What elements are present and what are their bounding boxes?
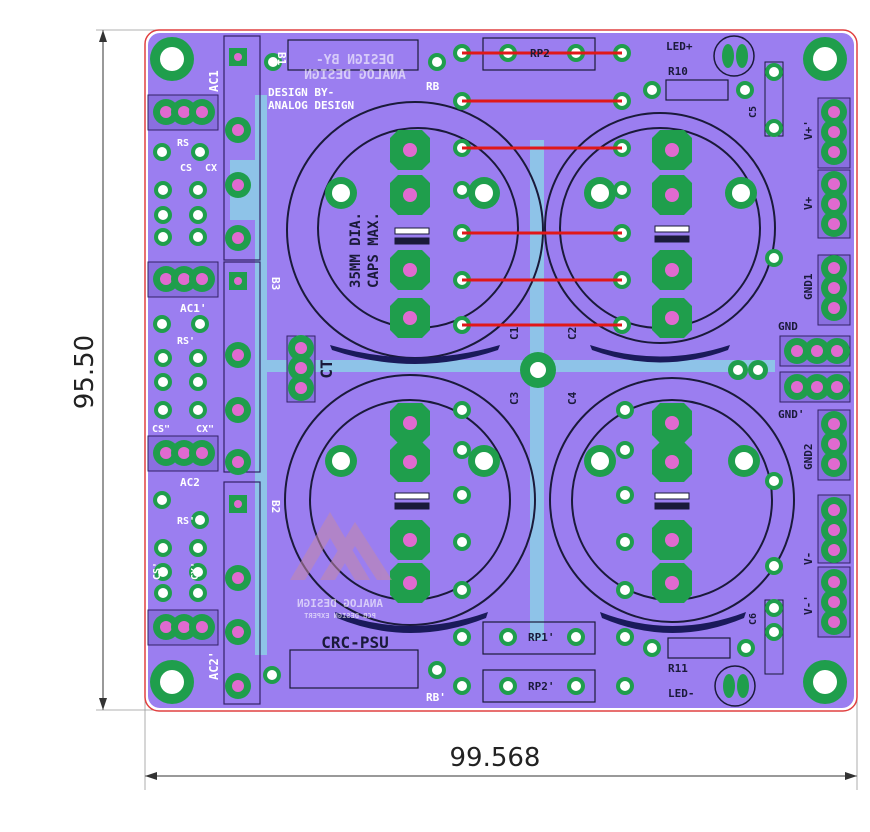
label-rb: RB xyxy=(426,80,440,93)
label-rp2p: RP2' xyxy=(528,680,555,693)
label-rp1p: RP1' xyxy=(528,631,555,644)
label-c6: C6 xyxy=(748,613,759,625)
label-cx: CX xyxy=(205,163,217,174)
label-gnd2: GND2 xyxy=(802,444,815,471)
label-rs: RS xyxy=(177,138,189,149)
label-ac1: AC1 xyxy=(207,70,221,92)
label-rbp: RB' xyxy=(426,691,446,704)
label-csp: CS' xyxy=(152,562,163,580)
led-resistor-parts xyxy=(643,35,784,707)
logo-watermark xyxy=(290,512,392,580)
label-gndp: GND' xyxy=(778,408,805,421)
label-rsp: RS' xyxy=(177,336,195,347)
capacitor-polarity-bands xyxy=(330,345,746,633)
label-rp2: RP2 xyxy=(530,47,550,60)
silkscreen: DESIGN BY- ANALOG DESIGN ANALOG DESIGN D… xyxy=(152,40,815,704)
label-c1: C1 xyxy=(508,326,521,340)
capacitor-symbols xyxy=(394,225,690,510)
label-gnd1: GND1 xyxy=(802,273,815,300)
label-b1: B1 xyxy=(275,52,288,66)
label-r10: R10 xyxy=(668,65,688,78)
logo-sub: PCB DESIGN EXPERT xyxy=(304,612,376,620)
logo-text: ANALOG DESIGN xyxy=(297,597,383,610)
width-value: 99.568 xyxy=(450,743,541,773)
credit-mirror-2: ANALOG DESIGN xyxy=(304,68,406,83)
label-vplus2: V+ xyxy=(802,196,815,210)
board-title: CRC-PSU xyxy=(321,633,388,652)
red-traces xyxy=(462,51,622,327)
corner-holes xyxy=(150,37,847,704)
rb-resistors xyxy=(263,39,446,689)
label-ac1p: AC1' xyxy=(180,302,207,315)
label-r11: R11 xyxy=(668,662,688,675)
label-csq: CS" xyxy=(152,424,170,435)
height-value: 95.50 xyxy=(70,335,100,409)
ct-connector xyxy=(286,335,316,403)
label-led-minus: LED- xyxy=(668,687,695,700)
bridge-pads xyxy=(225,48,251,699)
dimension-width: 99.568 xyxy=(144,700,858,790)
label-vminus2: V-' xyxy=(802,595,815,615)
label-led-plus: LED+ xyxy=(666,40,693,53)
cap-note-1: 35MM DIA. xyxy=(348,212,364,288)
label-c5: C5 xyxy=(748,106,759,118)
label-cxp: CX' xyxy=(190,562,201,580)
copper-pour xyxy=(230,95,775,655)
dimension-height: 95.50 xyxy=(70,29,160,711)
label-c2: C2 xyxy=(566,327,579,340)
cap-note-2: CAPS MAX. xyxy=(366,212,382,288)
label-b3: B3 xyxy=(269,277,282,290)
ct-label: CT xyxy=(317,359,336,378)
credit-line-2: ANALOG DESIGN xyxy=(268,99,354,112)
label-cs: CS xyxy=(180,163,192,174)
label-b2: B2 xyxy=(269,500,282,513)
credit-mirror-1: DESIGN BY- xyxy=(316,53,394,68)
credit-line-1: DESIGN BY- xyxy=(268,86,334,99)
label-vplus1: V+' xyxy=(802,120,815,140)
label-ac2: AC2 xyxy=(180,476,200,489)
label-c4: C4 xyxy=(566,391,579,405)
label-gnd: GND xyxy=(778,320,798,333)
label-rsp2: RS' xyxy=(177,516,195,527)
label-cxq: CX" xyxy=(196,424,214,435)
right-connectors xyxy=(779,97,851,638)
label-c3: C3 xyxy=(508,392,521,405)
center-mounting-hole xyxy=(520,352,556,388)
label-vminus1: V- xyxy=(802,552,815,565)
label-ac2p: AC2' xyxy=(207,651,221,680)
